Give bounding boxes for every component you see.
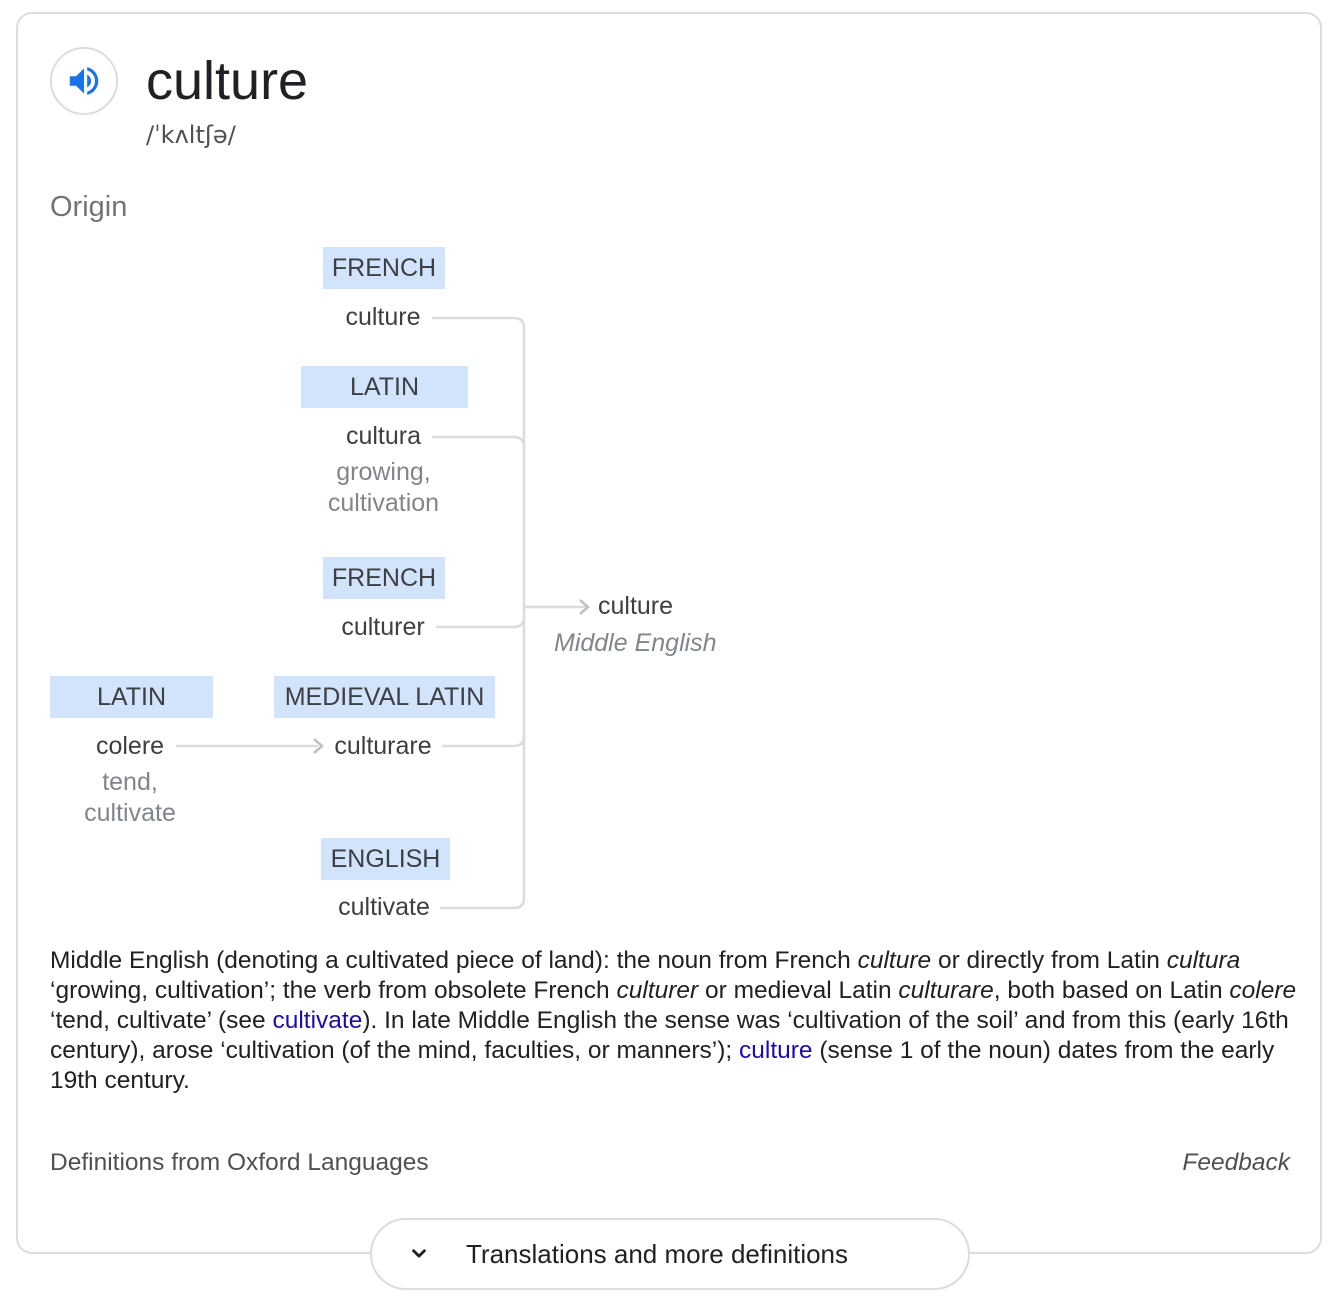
chevron-down-icon (412, 1249, 426, 1258)
origin-word-cultivate: cultivate (338, 893, 430, 921)
origin-word-colere: colere (95, 732, 165, 760)
origin-result-word: culture (598, 592, 674, 620)
translations-more-definitions-button[interactable]: Translations and more definitions (370, 1218, 970, 1290)
etymology-diagram: FRENCH culture LATIN cultura growing, cu… (50, 247, 717, 921)
origin-lang-french: FRENCH (323, 557, 445, 599)
link-culture[interactable]: culture (739, 1037, 813, 1064)
phonetic-transcription: /ˈkʌltʃə/ (146, 121, 236, 149)
origin-lang-medieval-latin: MEDIEVAL LATIN (274, 676, 495, 718)
origin-lang-english: ENGLISH (321, 838, 450, 880)
origin-word-culturare: culturare (334, 732, 432, 760)
origin-word-culture-french: culture (345, 303, 421, 331)
origin-gloss-colere-2: cultivate (84, 799, 176, 827)
volume-up-icon (69, 67, 99, 95)
origin-gloss-cultura-1: growing, (336, 458, 431, 486)
pronunciation-audio-button[interactable] (50, 47, 118, 115)
origin-word-culturer: culturer (341, 613, 425, 641)
headword: culture (146, 51, 309, 111)
origin-gloss-colere-1: tend, (102, 768, 158, 796)
link-cultivate[interactable]: cultivate (272, 1007, 363, 1034)
origin-word-cultura: cultura (345, 422, 422, 450)
origin-result-lang: Middle English (554, 629, 717, 657)
origin-heading: Origin (50, 191, 128, 223)
origin-description: Middle English (denoting a cultivated pi… (50, 947, 1297, 1094)
origin-lang-french: FRENCH (323, 247, 445, 289)
origin-lang-latin: LATIN (301, 366, 468, 408)
origin-lang-latin: LATIN (50, 676, 213, 718)
more-button-label: Translations and more definitions (466, 1238, 849, 1269)
source-attribution: Definitions from Oxford Languages (50, 1149, 429, 1176)
dictionary-card (16, 12, 1322, 1254)
origin-gloss-cultura-2: cultivation (327, 489, 440, 517)
feedback-link[interactable]: Feedback (1182, 1149, 1290, 1176)
